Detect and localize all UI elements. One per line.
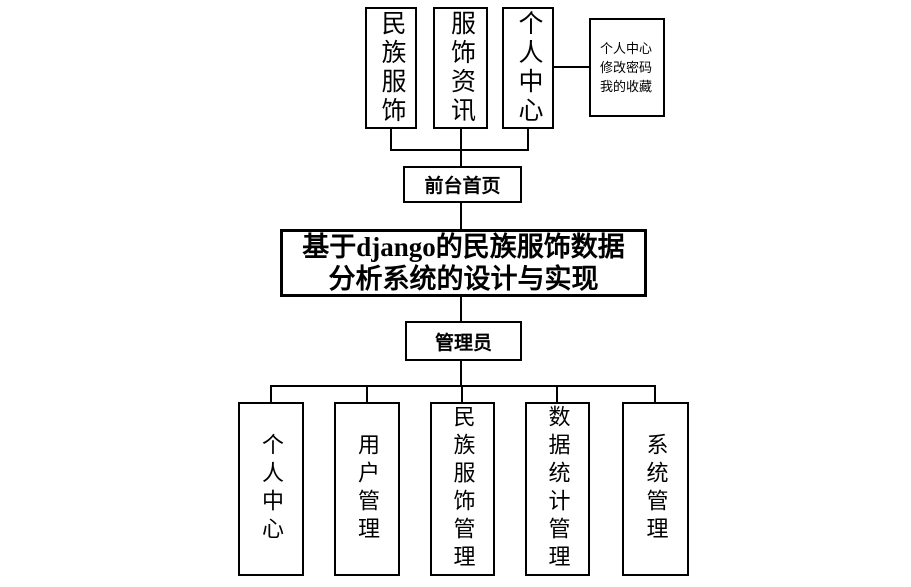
node-system-title: 基于django的民族服饰数据 分析系统的设计与实现 (280, 229, 647, 297)
node-ethnic-clothing-label: 民族服饰 (378, 10, 405, 126)
connector-drop-data-statistics-management (556, 386, 558, 403)
connector-personal-center-detail (554, 66, 589, 68)
node-system-management: 系统管理 (622, 402, 689, 576)
node-front-home-label: 前台首页 (424, 176, 501, 197)
node-user-management-label: 用户管理 (355, 433, 380, 545)
node-personal-center-detail: 个人中心 修改密码 我的收藏 (589, 18, 665, 117)
node-clothing-info: 服饰资讯 (433, 7, 488, 129)
connector-title-to-admin (460, 297, 462, 321)
connector-admin-bus (270, 385, 656, 387)
detail-line-change-password: 修改密码 (600, 60, 653, 75)
connector-drop-personal-center-admin (270, 386, 272, 403)
connector-clothing-info-drop (460, 129, 462, 168)
connector-drop-system-management (654, 386, 656, 403)
system-title-line2: 分析系统的设计与实现 (328, 264, 599, 294)
connector-front-bus (390, 149, 529, 151)
node-admin-label: 管理员 (434, 332, 492, 354)
connector-ethnic-clothing-drop (390, 129, 392, 151)
node-admin: 管理员 (405, 321, 522, 361)
node-personal-center-front: 个人中心 (502, 7, 554, 129)
connector-home-to-title (460, 203, 462, 229)
detail-line-personal-center: 个人中心 (600, 41, 653, 56)
node-ethnic-clothing-management: 民族服饰管理 (430, 402, 495, 576)
node-data-statistics-management-label: 数据统计管理 (545, 405, 571, 573)
system-title-line1: 基于django的民族服饰数据 (302, 232, 625, 262)
node-personal-center-admin: 个人中心 (238, 402, 304, 576)
connector-admin-drop (460, 361, 462, 387)
node-ethnic-clothing-management-label: 民族服饰管理 (450, 405, 476, 573)
node-personal-center-admin-label: 个人中心 (259, 433, 284, 545)
node-ethnic-clothing: 民族服饰 (365, 7, 417, 129)
connector-drop-ethnic-clothing-management (461, 386, 463, 403)
node-user-management: 用户管理 (334, 402, 400, 576)
node-front-home: 前台首页 (403, 166, 522, 203)
connector-drop-user-management (366, 386, 368, 403)
node-system-management-label: 系统管理 (643, 433, 669, 545)
node-personal-center-front-label: 个人中心 (515, 10, 542, 126)
connector-personal-center-drop (527, 129, 529, 151)
node-clothing-info-label: 服饰资讯 (447, 10, 475, 126)
detail-line-my-favorites: 我的收藏 (600, 79, 653, 94)
node-data-statistics-management: 数据统计管理 (525, 402, 590, 576)
